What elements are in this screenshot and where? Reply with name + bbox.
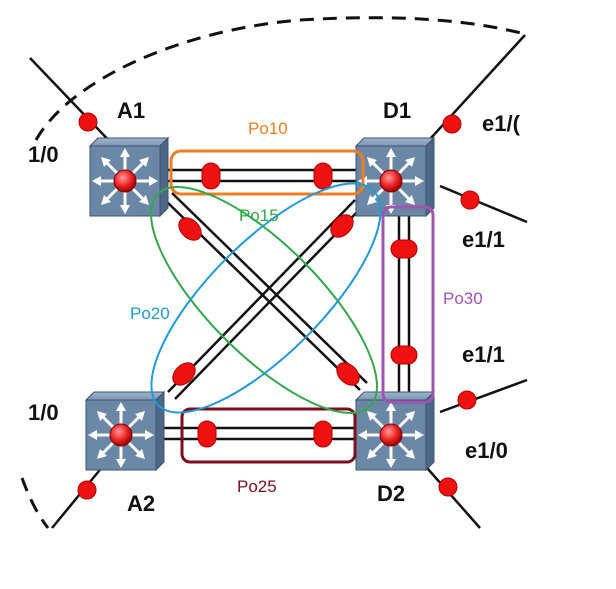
dashed-ring-arc <box>34 16 526 141</box>
port-led-icon <box>313 162 333 190</box>
device-label-a2: A2 <box>127 491 155 516</box>
port-led-icon <box>336 362 360 386</box>
port-channel-po30-outline[interactable] <box>381 205 435 404</box>
port-channel-po25-outline[interactable] <box>180 407 357 464</box>
link-a1-external <box>29 57 119 151</box>
port-label-a2-left: 1/0 <box>28 400 59 425</box>
port-led-icon <box>178 217 202 241</box>
device-label-a1: A1 <box>117 98 145 123</box>
link-d1-d2 <box>397 205 411 400</box>
device-label-d2: D2 <box>377 481 405 506</box>
switch-a1-icon[interactable] <box>88 136 170 218</box>
port-led-icon <box>201 162 221 190</box>
switch-a2-icon[interactable] <box>84 390 166 472</box>
port-label-d2-top: e1/1 <box>462 342 505 367</box>
port-led-icon <box>172 362 196 386</box>
port-channel-po20-outline[interactable] <box>119 151 413 445</box>
link-d1-external-top <box>419 34 526 151</box>
port-led-icon <box>460 190 480 210</box>
port-label-a1-left: 1/0 <box>28 142 59 167</box>
port-led-icon <box>78 112 98 132</box>
port-led-icon <box>197 420 217 448</box>
port-led-icon <box>457 390 477 410</box>
port-label-d1-top: e1/( <box>482 111 521 136</box>
port-channel-po15-outline[interactable] <box>119 155 409 445</box>
link-d2-external-top <box>439 378 528 414</box>
device-label-d1: D1 <box>383 98 411 123</box>
port-led-icon <box>77 480 97 500</box>
port-channel-label-po20: Po20 <box>130 304 170 323</box>
port-led-icon <box>438 477 458 497</box>
port-led-icon <box>442 114 462 134</box>
port-label-d1-mid: e1/1 <box>462 227 505 252</box>
link-d1-external-mid <box>439 184 528 224</box>
port-channel-label-po25: Po25 <box>237 477 277 496</box>
port-channel-label-po30: Po30 <box>443 289 483 308</box>
dashed-ring-arc-bottom <box>20 477 50 529</box>
switch-d1-icon[interactable] <box>354 136 436 218</box>
port-channel-label-po10: Po10 <box>248 119 288 138</box>
port-led-icon <box>390 345 418 365</box>
port-led-icon <box>390 239 418 259</box>
port-channel-label-po15: Po15 <box>239 206 279 225</box>
port-led-icon <box>330 214 354 238</box>
link-d1-a2 <box>167 199 363 400</box>
port-led-icon <box>313 420 333 448</box>
switch-d2-icon[interactable] <box>354 390 436 472</box>
port-label-d2-bottom: e1/0 <box>465 438 508 463</box>
port-channel-po10-outline[interactable] <box>169 149 365 196</box>
